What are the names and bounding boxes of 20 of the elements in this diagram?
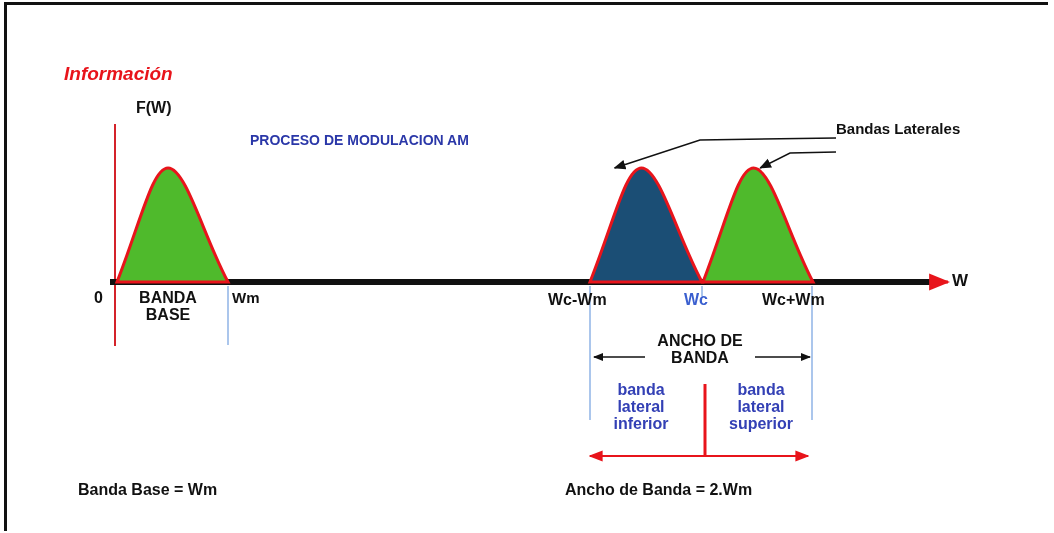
leader-line (759, 151, 837, 169)
sideband-hump (703, 168, 813, 282)
tick-label: Wc (684, 292, 709, 309)
heading-label: Información (64, 64, 174, 84)
formula-text: Banda Base = Wm (78, 482, 219, 499)
leader-line (613, 137, 837, 170)
formula-text: Ancho de Banda = 2.Wm (565, 482, 754, 499)
callout-text: Bandas Laterales (836, 118, 966, 164)
sideband-hump (117, 168, 228, 282)
sideband-label: banda lateral superior (728, 382, 794, 433)
sideband-label: banda lateral inferior (612, 382, 670, 433)
tick-label: Wc-Wm (548, 292, 608, 309)
axis-label: W (952, 272, 970, 290)
tick-label: Wc+Wm (762, 292, 826, 309)
tick-label: Wm (232, 290, 261, 306)
diagram-title: PROCESO DE MODULACION AM (250, 132, 469, 148)
band-label: BANDA BASE (138, 290, 198, 324)
sideband-hump (590, 168, 702, 282)
tick-label: 0 (94, 290, 104, 307)
axis-label: F(W) (136, 100, 173, 117)
